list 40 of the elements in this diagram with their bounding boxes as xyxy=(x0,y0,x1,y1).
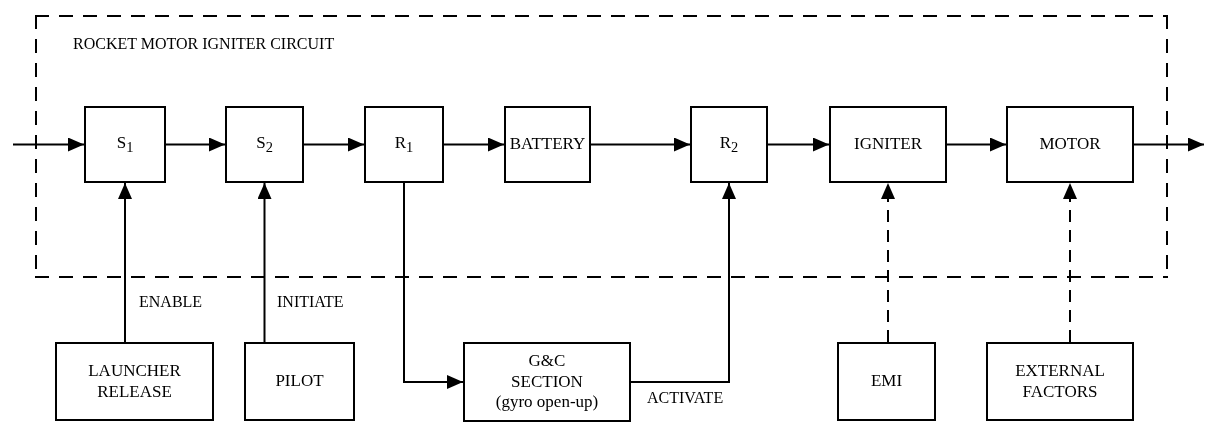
block-box xyxy=(463,342,631,422)
block-label: LAUNCHER RELEASE xyxy=(87,361,182,402)
arrow xyxy=(881,182,895,343)
arrow xyxy=(403,182,464,389)
block-label: IGNITER xyxy=(853,134,923,155)
block-label: G&C SECTION (gyro open-up) xyxy=(494,351,600,413)
group-title: ROCKET MOTOR IGNITER CIRCUIT xyxy=(73,35,335,53)
block-label: BATTERY xyxy=(508,134,587,155)
arrow xyxy=(118,182,132,343)
block-box xyxy=(837,342,936,421)
block-label: S$_{2}$ xyxy=(255,132,274,157)
block-box xyxy=(690,106,768,183)
arrow xyxy=(590,137,691,152)
arrow xyxy=(946,137,1007,152)
block-box xyxy=(364,106,444,183)
block-label: R$_{2}$ xyxy=(718,132,740,157)
block-box xyxy=(225,106,304,183)
arrow xyxy=(630,182,736,383)
block-label: PILOT xyxy=(274,371,325,392)
arrow xyxy=(257,182,272,343)
arrow xyxy=(443,137,505,152)
block-box xyxy=(829,106,947,183)
block-label: R$_{1}$ xyxy=(393,132,415,157)
dashed-group-frame xyxy=(35,15,1168,278)
block-label: MOTOR xyxy=(1038,134,1102,155)
block-box xyxy=(84,106,166,183)
arrow xyxy=(1133,137,1205,152)
block-box xyxy=(55,342,214,421)
arrow xyxy=(1063,182,1077,343)
block-box xyxy=(244,342,355,421)
arrow xyxy=(165,137,226,152)
block-label: EMI xyxy=(869,371,904,392)
arrow xyxy=(767,137,830,152)
block-label: EXTERNAL FACTORS xyxy=(1014,361,1106,402)
arrow xyxy=(12,137,85,152)
block-box xyxy=(504,106,591,183)
block-label: S$_{1}$ xyxy=(115,132,135,157)
block-box xyxy=(986,342,1134,421)
arrow xyxy=(303,137,365,152)
block-box xyxy=(1006,106,1134,183)
